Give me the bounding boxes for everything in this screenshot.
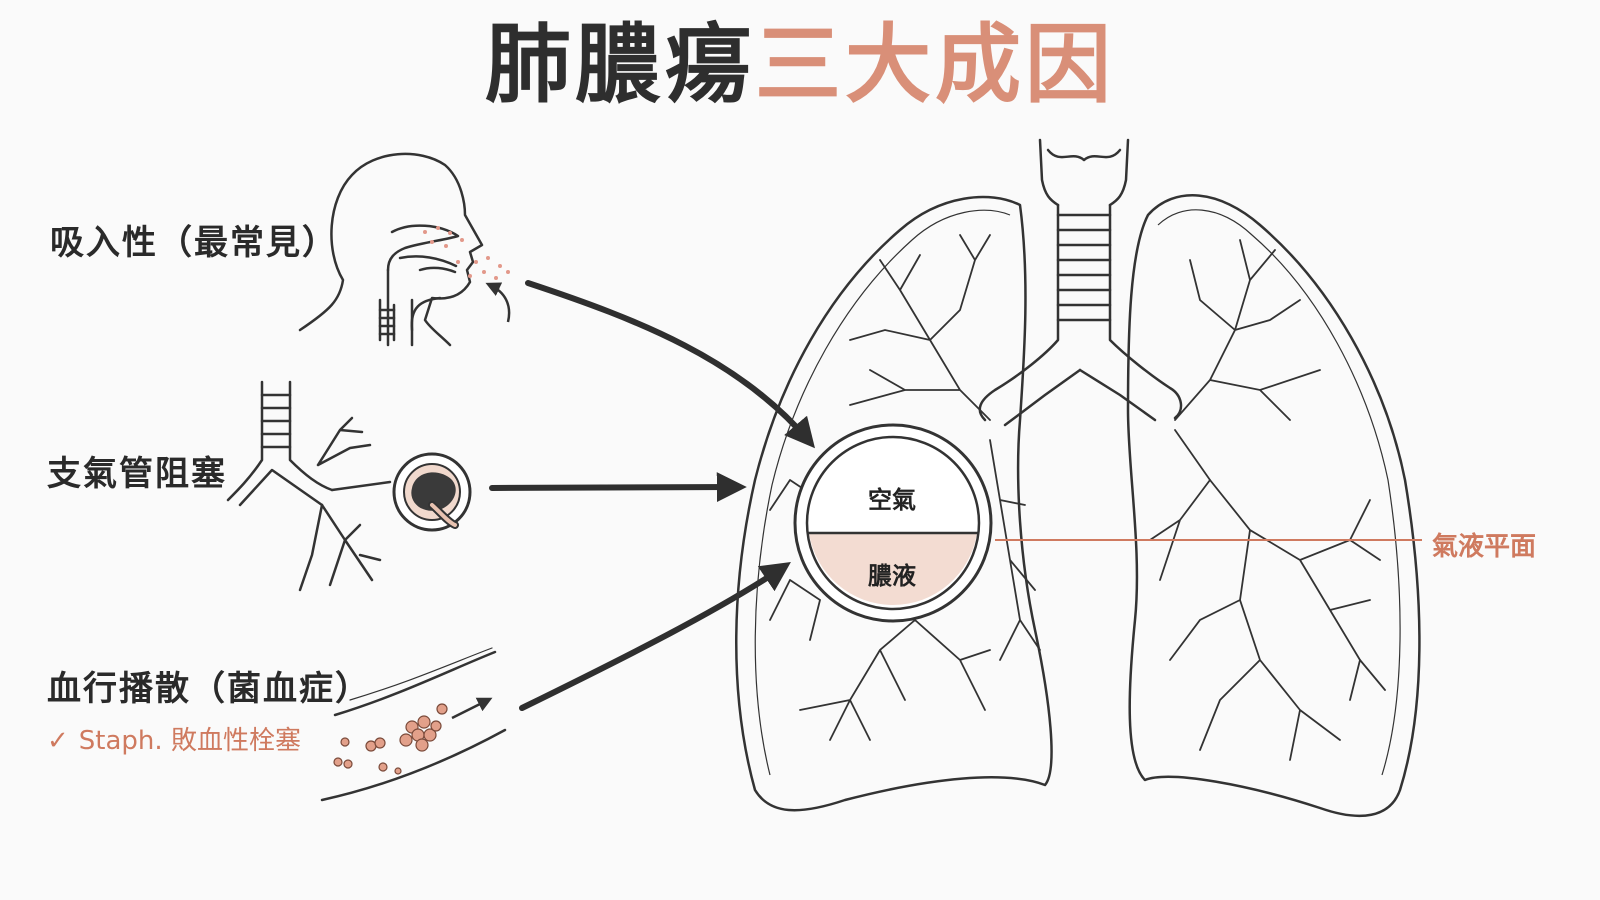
bronchus-icon (226, 380, 392, 592)
inhale-arrow-icon (485, 282, 511, 323)
bronchial-tree-left (769, 234, 1041, 741)
air-label: 空氣 (868, 486, 916, 514)
cause-hematogenous-label: 血行播散（菌血症） (47, 669, 371, 709)
arrow-hematogenous (519, 561, 791, 711)
septic-emboli-icon (333, 703, 448, 775)
bronchial-tree-right (1149, 239, 1386, 761)
check-icon: ✓ (47, 726, 69, 756)
pus-label: 膿液 (868, 562, 916, 590)
diagram-title: 肺膿瘍三大成因 (0, 22, 1600, 108)
right-lung-icon (1126, 194, 1421, 818)
cause-obstruction-label: 支氣管阻塞 (47, 454, 227, 494)
lung-abscess-icon (793, 423, 993, 623)
title-accent: 三大成因 (755, 15, 1115, 115)
trachea-icon (978, 138, 1183, 427)
head-profile-icon (298, 152, 484, 347)
cause-aspiration-label: 吸入性（最常見） (50, 223, 338, 263)
blood-vessel-icon (320, 647, 507, 802)
cause-hematogenous-note: ✓ Staph. 敗血性栓塞 (47, 720, 301, 757)
arrow-aspiration (525, 280, 815, 449)
aspiration-droplets (423, 226, 510, 280)
flow-arrow-icon (451, 697, 493, 720)
blocked-bronchus-zoom-icon (392, 452, 472, 532)
left-lung-icon (735, 195, 1053, 812)
title-main: 肺膿瘍 (485, 15, 755, 115)
air-fluid-level-label: 氣液平面 (1432, 532, 1537, 562)
cause-arrows (489, 280, 815, 711)
note-text: Staph. 敗血性栓塞 (78, 726, 301, 756)
arrow-obstruction (489, 472, 747, 503)
